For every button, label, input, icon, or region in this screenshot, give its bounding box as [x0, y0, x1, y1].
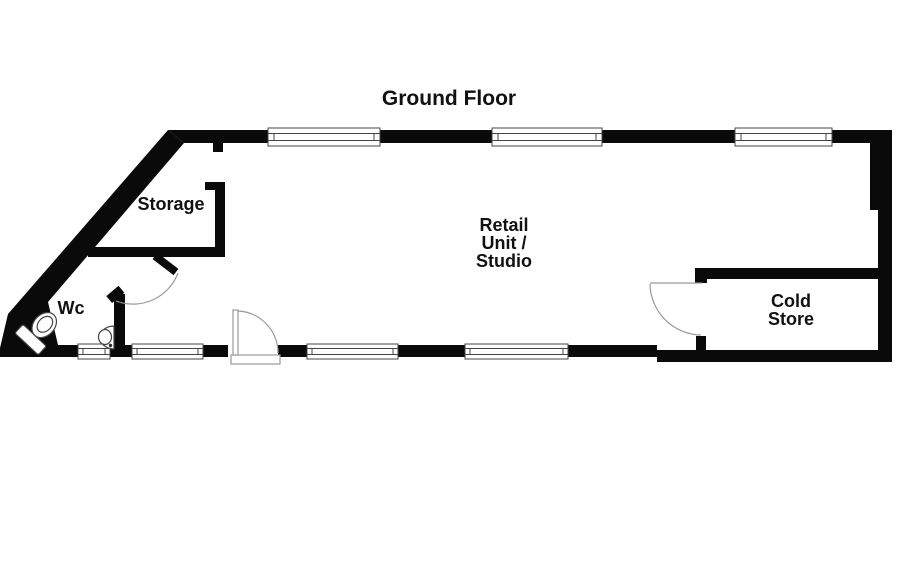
- wc-door-leaf: [152, 252, 179, 276]
- room-label-storage: Storage: [137, 194, 204, 214]
- walls: [0, 130, 892, 362]
- coldstore-door-jamb-bottom: [696, 336, 706, 350]
- room-label-retail-line3: Studio: [476, 251, 532, 271]
- bottom-wall-segment: [203, 345, 228, 357]
- window-symbol: [491, 127, 603, 147]
- right-wall-lower: [878, 210, 892, 268]
- toilet-icon: [15, 311, 58, 355]
- window-symbol: [306, 343, 399, 360]
- window-symbol: [734, 127, 833, 147]
- coldstore-door-jamb-top: [695, 268, 707, 283]
- storage-bottom-wall: [88, 247, 225, 257]
- room-label-coldstore-line1: Cold: [771, 291, 811, 311]
- bottom-wall-segment: [568, 345, 657, 357]
- window-symbol: [464, 343, 569, 360]
- bottom-wall-segment: [110, 345, 132, 357]
- room-label-coldstore-line2: Store: [768, 309, 814, 329]
- wc-wall: [114, 294, 125, 350]
- labels: Ground Floor Storage Wc Retail Unit / St…: [58, 87, 815, 329]
- coldstore-door-swing-arc: [649, 283, 702, 336]
- storage-right-wall: [215, 182, 225, 255]
- floor-title: Ground Floor: [382, 87, 516, 110]
- coldstore-top-wall: [697, 268, 892, 279]
- window-symbol: [77, 343, 111, 360]
- windows: [77, 127, 833, 360]
- window-symbol: [267, 127, 381, 147]
- coldstore-right-wall: [878, 279, 892, 350]
- doors: [115, 272, 702, 365]
- diagonal-wall: [0, 130, 184, 357]
- room-label-wc: Wc: [58, 298, 85, 318]
- entrance-door-leaf: [232, 309, 239, 356]
- right-wall-upper: [870, 143, 892, 210]
- room-label-retail-line2: Unit /: [482, 233, 527, 253]
- wc-door-swing-arc: [115, 272, 179, 305]
- entrance-door-swing-arc: [237, 310, 279, 354]
- coldstore-bottom-wall: [657, 350, 892, 362]
- bottom-wall-segment: [278, 345, 307, 357]
- sink-icon: [97, 325, 115, 350]
- fixtures: [15, 311, 115, 355]
- entrance-door-threshold: [230, 354, 281, 365]
- storage-wall-stub-top: [213, 143, 223, 152]
- room-label-retail-line1: Retail: [479, 215, 528, 235]
- window-symbol: [131, 343, 204, 360]
- bottom-wall-segment: [398, 345, 465, 357]
